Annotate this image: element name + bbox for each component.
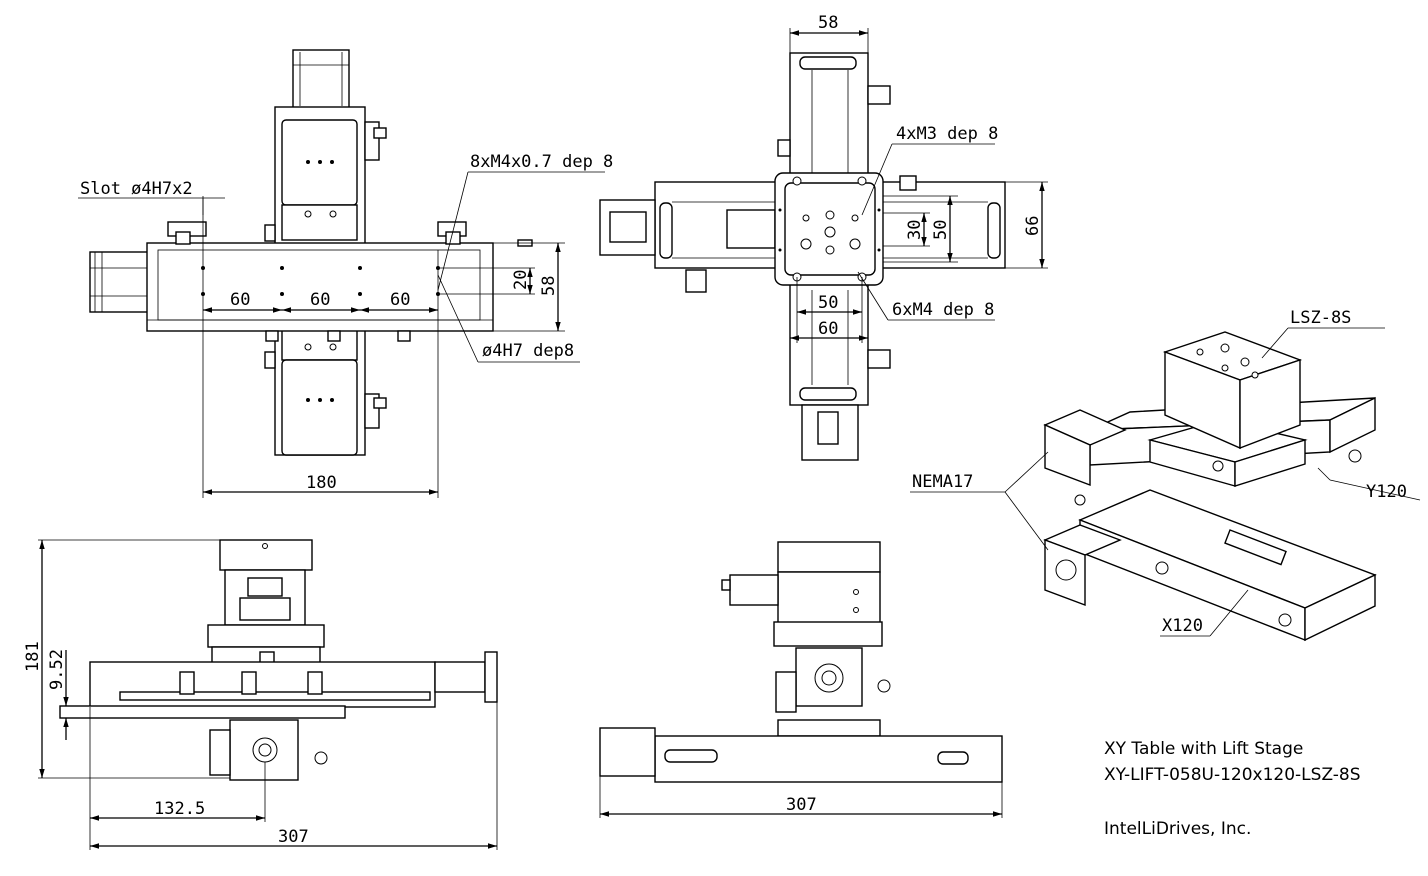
dim-60-b: 60 <box>310 290 330 310</box>
dim-181: 181 <box>23 641 43 672</box>
dim-307-mid: 307 <box>786 795 817 815</box>
callout-lsz: LSZ-8S <box>1290 308 1351 328</box>
dim-60-a: 60 <box>230 290 250 310</box>
callout-y120: Y120 <box>1366 482 1407 502</box>
dim-132-5: 132.5 <box>154 799 205 819</box>
callout-nema: NEMA17 <box>912 472 973 492</box>
dim-58-side: 58 <box>539 276 559 296</box>
dim-50-h: 50 <box>818 293 838 313</box>
dim-30: 30 <box>905 220 925 240</box>
top-view-middle: 58 30 50 66 50 60 4xM3 dep 8 6xM4 dep 8 <box>599 13 1048 461</box>
dim-66: 66 <box>1023 216 1043 236</box>
dim-58-top: 58 <box>818 13 838 33</box>
dim-50-v: 50 <box>931 220 951 240</box>
callout-slot: Slot ø4H7x2 <box>80 179 193 199</box>
title-line-1: XY Table with Lift Stage <box>1104 739 1303 759</box>
side-view: 307 <box>599 541 1003 818</box>
front-view: 181 9.52 132.5 307 <box>23 539 498 850</box>
title-block: XY Table with Lift Stage XY-LIFT-058U-12… <box>1104 739 1361 839</box>
callout-x120: X120 <box>1162 616 1203 636</box>
dim-20: 20 <box>511 270 531 290</box>
title-line-2: XY-LIFT-058U-120x120-LSZ-8S <box>1104 765 1361 785</box>
callout-tap-m4x07: 8xM4x0.7 dep 8 <box>470 152 613 172</box>
callout-bore: ø4H7 dep8 <box>482 341 574 361</box>
callout-tap-m3: 4xM3 dep 8 <box>896 124 998 144</box>
isometric-view: LSZ-8S NEMA17 Y120 X120 <box>910 308 1421 642</box>
dim-60-c: 60 <box>390 290 410 310</box>
carriage-holes <box>778 176 881 282</box>
dim-60-h: 60 <box>818 319 838 339</box>
dim-180: 180 <box>306 473 337 493</box>
dim-9-52: 9.52 <box>47 649 67 690</box>
top-view-left: 60 60 60 180 20 58 Slot ø4H7x2 8xM4x0.7 … <box>78 49 613 498</box>
callout-tap-m4: 6xM4 dep 8 <box>892 300 994 320</box>
dim-307-left: 307 <box>278 827 309 847</box>
company-name: IntelLiDrives, Inc. <box>1104 819 1251 839</box>
